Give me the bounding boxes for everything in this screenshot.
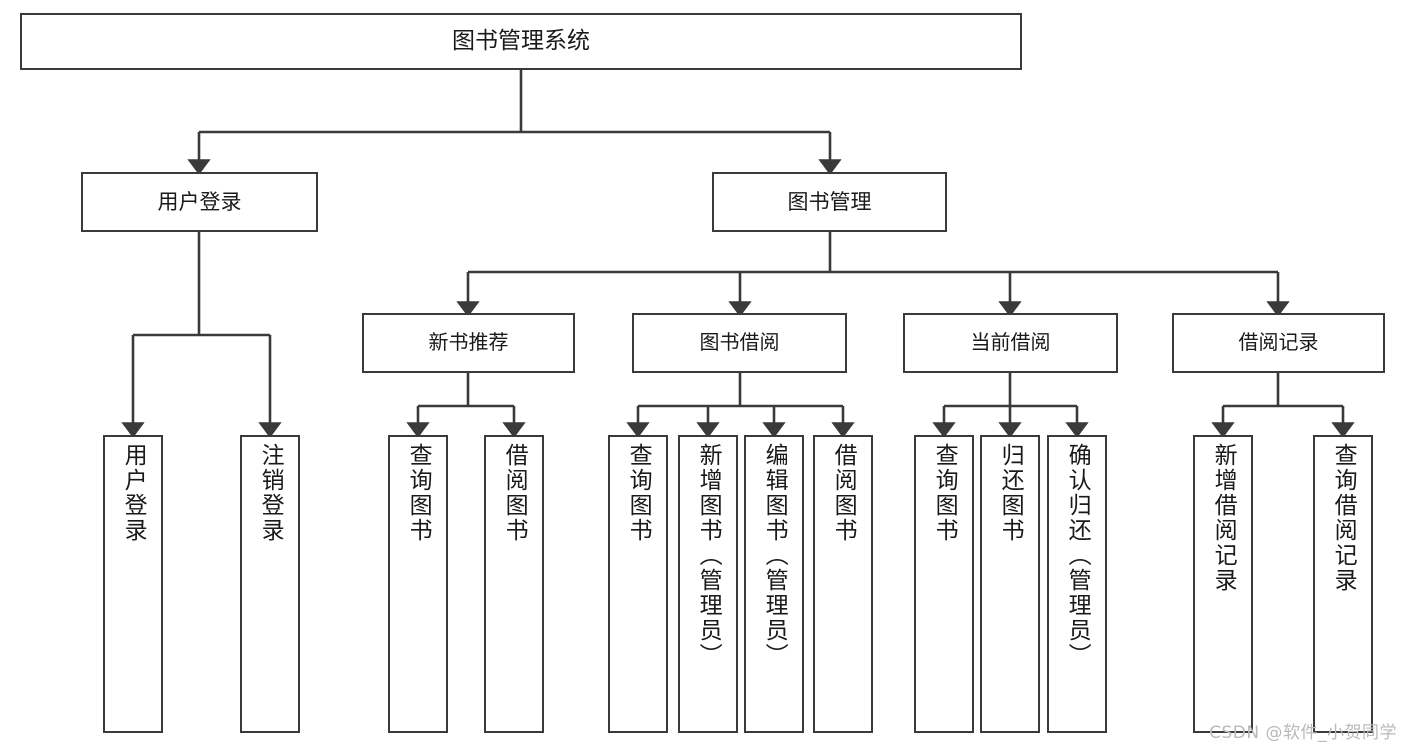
node-label: 图书管理系统 xyxy=(452,27,590,54)
node-label: 用户登录 xyxy=(120,443,147,543)
node-label: 确认归还（管理员） xyxy=(1064,443,1091,668)
leaf-query-borrow-record[interactable]: 查询借阅记录 xyxy=(1313,435,1373,733)
node-label: 查询图书 xyxy=(625,443,652,543)
leaf-query-book-recommend[interactable]: 查询图书 xyxy=(388,435,448,733)
node-current-borrow[interactable]: 当前借阅 xyxy=(903,313,1118,373)
node-root-book-management-system[interactable]: 图书管理系统 xyxy=(20,13,1022,70)
leaf-query-book-current[interactable]: 查询图书 xyxy=(914,435,974,733)
node-label: 查询借阅记录 xyxy=(1330,443,1357,593)
node-label: 新增借阅记录 xyxy=(1210,443,1237,593)
node-book-borrow[interactable]: 图书借阅 xyxy=(632,313,847,373)
node-borrow-record[interactable]: 借阅记录 xyxy=(1172,313,1385,373)
node-label: 图书管理 xyxy=(787,189,872,214)
leaf-query-book-borrow[interactable]: 查询图书 xyxy=(608,435,668,733)
leaf-return-book[interactable]: 归还图书 xyxy=(980,435,1040,733)
node-book-management[interactable]: 图书管理 xyxy=(712,172,947,232)
node-label: 新书推荐 xyxy=(428,330,509,355)
node-label: 用户登录 xyxy=(157,189,242,214)
node-label: 借阅记录 xyxy=(1238,330,1319,355)
node-label: 注销登录 xyxy=(257,443,284,543)
node-label: 借阅图书 xyxy=(501,443,528,543)
node-user-login[interactable]: 用户登录 xyxy=(81,172,318,232)
leaf-borrow-book-recommend[interactable]: 借阅图书 xyxy=(484,435,544,733)
leaf-add-borrow-record[interactable]: 新增借阅记录 xyxy=(1193,435,1253,733)
leaf-confirm-return-admin[interactable]: 确认归还（管理员） xyxy=(1047,435,1107,733)
node-label: 图书借阅 xyxy=(699,330,780,355)
node-label: 编辑图书（管理员） xyxy=(761,443,788,668)
leaf-edit-book-admin[interactable]: 编辑图书（管理员） xyxy=(744,435,804,733)
leaf-borrow-book[interactable]: 借阅图书 xyxy=(813,435,873,733)
node-label: 归还图书 xyxy=(997,443,1024,543)
node-label: 查询图书 xyxy=(931,443,958,543)
leaf-user-login[interactable]: 用户登录 xyxy=(103,435,163,733)
node-new-book-recommend[interactable]: 新书推荐 xyxy=(362,313,575,373)
leaf-logout[interactable]: 注销登录 xyxy=(240,435,300,733)
node-label: 借阅图书 xyxy=(830,443,857,543)
leaf-add-book-admin[interactable]: 新增图书（管理员） xyxy=(678,435,738,733)
node-label: 查询图书 xyxy=(405,443,432,543)
node-label: 新增图书（管理员） xyxy=(695,443,722,668)
watermark: CSDN @软件_小贺同学 xyxy=(1209,723,1397,743)
node-label: 当前借阅 xyxy=(970,330,1051,355)
